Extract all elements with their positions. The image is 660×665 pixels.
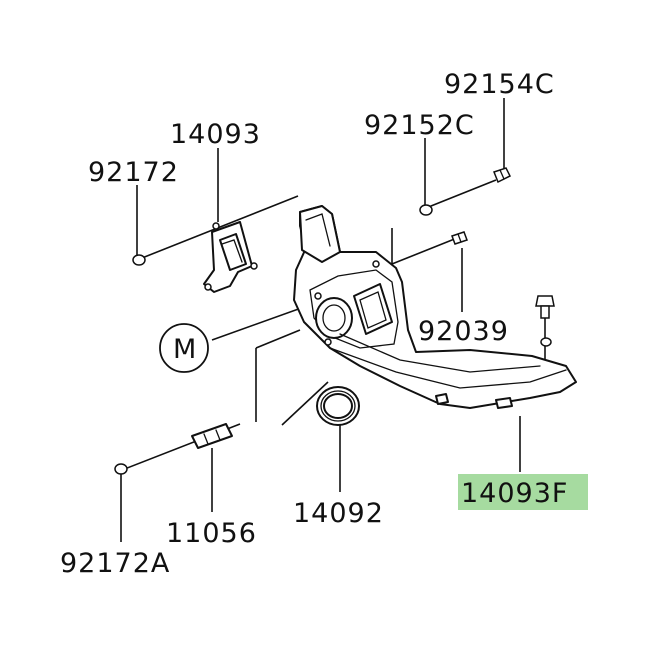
label-92154C: 92154C xyxy=(444,69,555,100)
label-11056: 11056 xyxy=(166,518,257,549)
label-92172A: 92172A xyxy=(60,548,170,579)
label-92172: 92172 xyxy=(88,157,179,188)
part-11056-clip xyxy=(191,423,233,449)
label-92039: 92039 xyxy=(418,316,509,347)
screw-92039 xyxy=(451,231,468,245)
screw-92152C xyxy=(419,204,433,216)
part-14092-grommet xyxy=(316,386,360,426)
label-M: M xyxy=(173,334,197,365)
highlight-box-14093F xyxy=(458,474,588,510)
reference-M xyxy=(159,323,209,373)
part-14093-bracket xyxy=(203,221,258,293)
label-14093: 14093 xyxy=(170,119,261,150)
label-92152C: 92152C xyxy=(364,110,475,141)
screw-92172 xyxy=(132,254,146,266)
label-14092: 14092 xyxy=(293,498,384,529)
screw-92154C xyxy=(493,167,512,184)
label-14093F: 14093F xyxy=(461,478,568,509)
part-14093F-fairing xyxy=(293,205,577,409)
screw-92172A xyxy=(114,463,128,475)
